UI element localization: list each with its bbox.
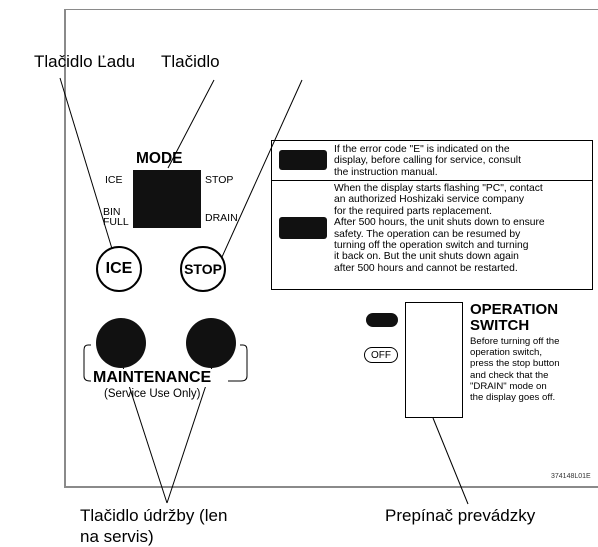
- stop-button-label: STOP: [184, 261, 222, 277]
- notice-line-4: When the display starts flashing "PC", c…: [334, 183, 543, 194]
- mode-label-bin-full: BIN FULL: [103, 206, 129, 228]
- notice-divider: [272, 180, 592, 181]
- notice-line-10: it back on. But the unit shuts down agai…: [334, 251, 519, 263]
- notice-line-3: the instruction manual.: [334, 166, 438, 178]
- ice-button-label: ICE: [105, 260, 133, 277]
- notice-line-1: If the error code "E" is indicated on th…: [334, 144, 510, 155]
- maintenance-bracket-right: [228, 344, 248, 382]
- ice-button[interactable]: ICE: [96, 246, 142, 292]
- error-code-notice: If the error code "E" is indicated on th…: [271, 140, 593, 290]
- notice-line-7: After 500 hours, the unit shuts down to …: [334, 217, 545, 229]
- power-indicator-led: [366, 313, 398, 327]
- off-label: OFF: [371, 349, 391, 361]
- maintenance-callout-line2: na servis): [80, 527, 154, 546]
- stop-button-callout: Tlačidlo: [161, 52, 220, 71]
- error-code-text: If the error code "E" is indicated on th…: [334, 144, 590, 178]
- off-button[interactable]: OFF: [364, 347, 398, 363]
- op-text-4: and check that the: [470, 369, 549, 381]
- full-label: FULL: [103, 216, 129, 228]
- ice-leader-line: [59, 77, 114, 253]
- maintenance-bracket-left: [83, 344, 102, 382]
- op-text-5: "DRAIN" mode on: [470, 380, 547, 392]
- notice-line-9: turning off the operation switch and tur…: [334, 240, 529, 252]
- op-text-6: the display goes off.: [470, 392, 556, 404]
- ice-button-callout: Tlačidlo Ľadu: [34, 52, 136, 71]
- maintenance-leader-left: [121, 363, 168, 504]
- operation-switch-instructions: Before turning off the operation switch,…: [470, 336, 588, 403]
- operation-switch-callout: Prepínač prevádzky: [385, 506, 536, 525]
- op-text-2: operation switch,: [470, 347, 542, 359]
- notice-line-11: after 500 hours and cannot be restarted.: [334, 262, 518, 274]
- maintenance-button-right[interactable]: [186, 318, 236, 368]
- switch-leader-line: [432, 417, 469, 505]
- maintenance-title: MAINTENANCE: [91, 369, 214, 387]
- notice-line-8: safety. The operation can be resumed by: [334, 228, 521, 240]
- notice-line-2: display, before calling for service, con…: [334, 155, 521, 167]
- op-text-1: Before turning off the: [470, 336, 560, 347]
- notice-line-6: for the required parts replacement.: [334, 205, 492, 217]
- panel-outline: [64, 9, 598, 488]
- pc-indicator-block: [279, 217, 327, 239]
- mode-label-drain: DRAIN: [205, 212, 238, 224]
- stop-leader-line: [221, 79, 303, 258]
- maintenance-subtitle: (Service Use Only): [104, 388, 201, 400]
- notice-line-5: an authorized Hoshizaki service company: [334, 194, 525, 206]
- operation-switch[interactable]: [405, 302, 463, 418]
- bin-label: BIN: [103, 206, 121, 218]
- maintenance-leader-right: [166, 363, 214, 504]
- mode-title: MODE: [136, 150, 183, 167]
- operation-switch-title-2: SWITCH: [470, 317, 530, 334]
- stop-button[interactable]: STOP: [180, 246, 226, 292]
- op-text-3: press the stop button: [470, 358, 560, 370]
- mode-label-stop: STOP: [205, 174, 234, 186]
- pc-warning-text: When the display starts flashing "PC", c…: [334, 183, 590, 274]
- error-indicator-block: [279, 150, 327, 170]
- part-code: 374148L01E: [551, 473, 591, 480]
- maintenance-callout-line1: Tlačidlo údržby (len: [80, 506, 228, 525]
- operation-switch-title-1: OPERATION: [470, 301, 559, 318]
- mode-display: [133, 170, 201, 228]
- mode-leader-line: [167, 79, 215, 169]
- mode-label-ice: ICE: [105, 174, 123, 186]
- maintenance-button-left[interactable]: [96, 318, 146, 368]
